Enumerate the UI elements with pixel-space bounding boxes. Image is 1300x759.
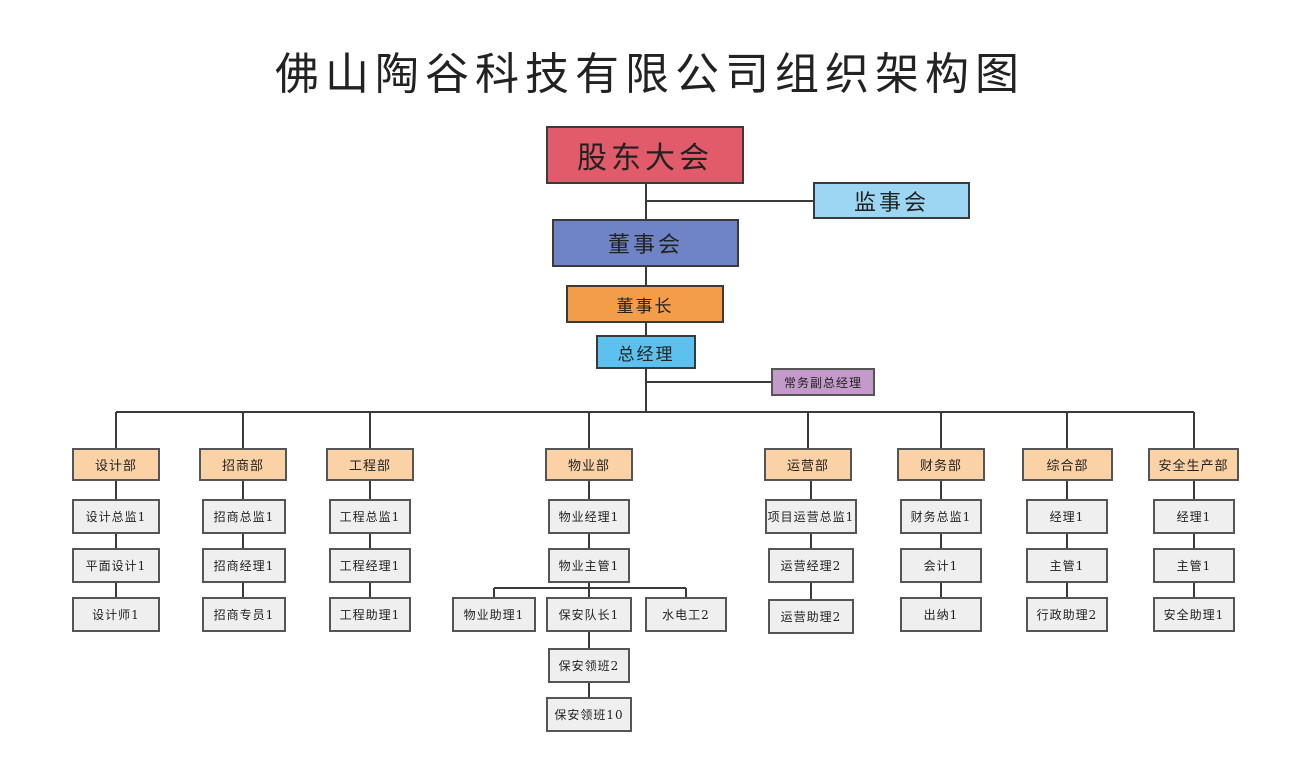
role-box: 招商专员1 — [202, 597, 286, 632]
role-box: 经理1 — [1026, 499, 1108, 534]
role-box: 出纳1 — [900, 597, 982, 632]
role-box: 财务总监1 — [900, 499, 982, 534]
role-box: 工程经理1 — [329, 548, 411, 583]
role-box: 工程助理1 — [329, 597, 411, 632]
department-finance: 财务部 — [897, 448, 985, 481]
department-design: 设计部 — [72, 448, 160, 481]
chart-title: 佛山陶谷科技有限公司组织架构图 — [275, 49, 1025, 100]
general-manager-box: 总经理 — [596, 335, 696, 369]
role-box: 物业经理1 — [548, 499, 630, 534]
department-property: 物业部 — [545, 448, 633, 481]
department-safety-production: 安全生产部 — [1148, 448, 1239, 481]
role-box: 物业主管1 — [548, 548, 630, 583]
role-box: 平面设计1 — [72, 548, 160, 583]
chairman-box: 董事长 — [566, 285, 724, 323]
role-box: 运营经理2 — [768, 548, 854, 583]
role-box: 主管1 — [1026, 548, 1108, 583]
role-box: 设计师1 — [72, 597, 160, 632]
role-box: 招商经理1 — [202, 548, 286, 583]
role-box: 行政助理2 — [1026, 597, 1108, 632]
role-box: 招商总监1 — [202, 499, 286, 534]
role-box: 保安队长1 — [546, 597, 632, 632]
role-box: 会计1 — [900, 548, 982, 583]
role-box: 物业助理1 — [452, 597, 536, 632]
role-box: 设计总监1 — [72, 499, 160, 534]
department-general-affairs: 综合部 — [1022, 448, 1113, 481]
board-box: 董事会 — [552, 219, 739, 267]
role-box: 运营助理2 — [768, 599, 854, 634]
shareholders-box: 股东大会 — [546, 126, 744, 184]
department-investment: 招商部 — [199, 448, 287, 481]
supervisors-box: 监事会 — [813, 182, 970, 219]
department-operations: 运营部 — [764, 448, 852, 481]
role-box: 项目运营总监1 — [765, 499, 857, 534]
role-box: 主管1 — [1153, 548, 1235, 583]
deputy-general-manager-box: 常务副总经理 — [771, 368, 875, 396]
role-box: 保安领班2 — [548, 648, 630, 683]
role-box: 水电工2 — [645, 597, 727, 632]
role-box: 经理1 — [1153, 499, 1235, 534]
role-box: 保安领班10 — [546, 697, 632, 732]
role-box: 工程总监1 — [329, 499, 411, 534]
department-engineering: 工程部 — [326, 448, 414, 481]
role-box: 安全助理1 — [1153, 597, 1235, 632]
